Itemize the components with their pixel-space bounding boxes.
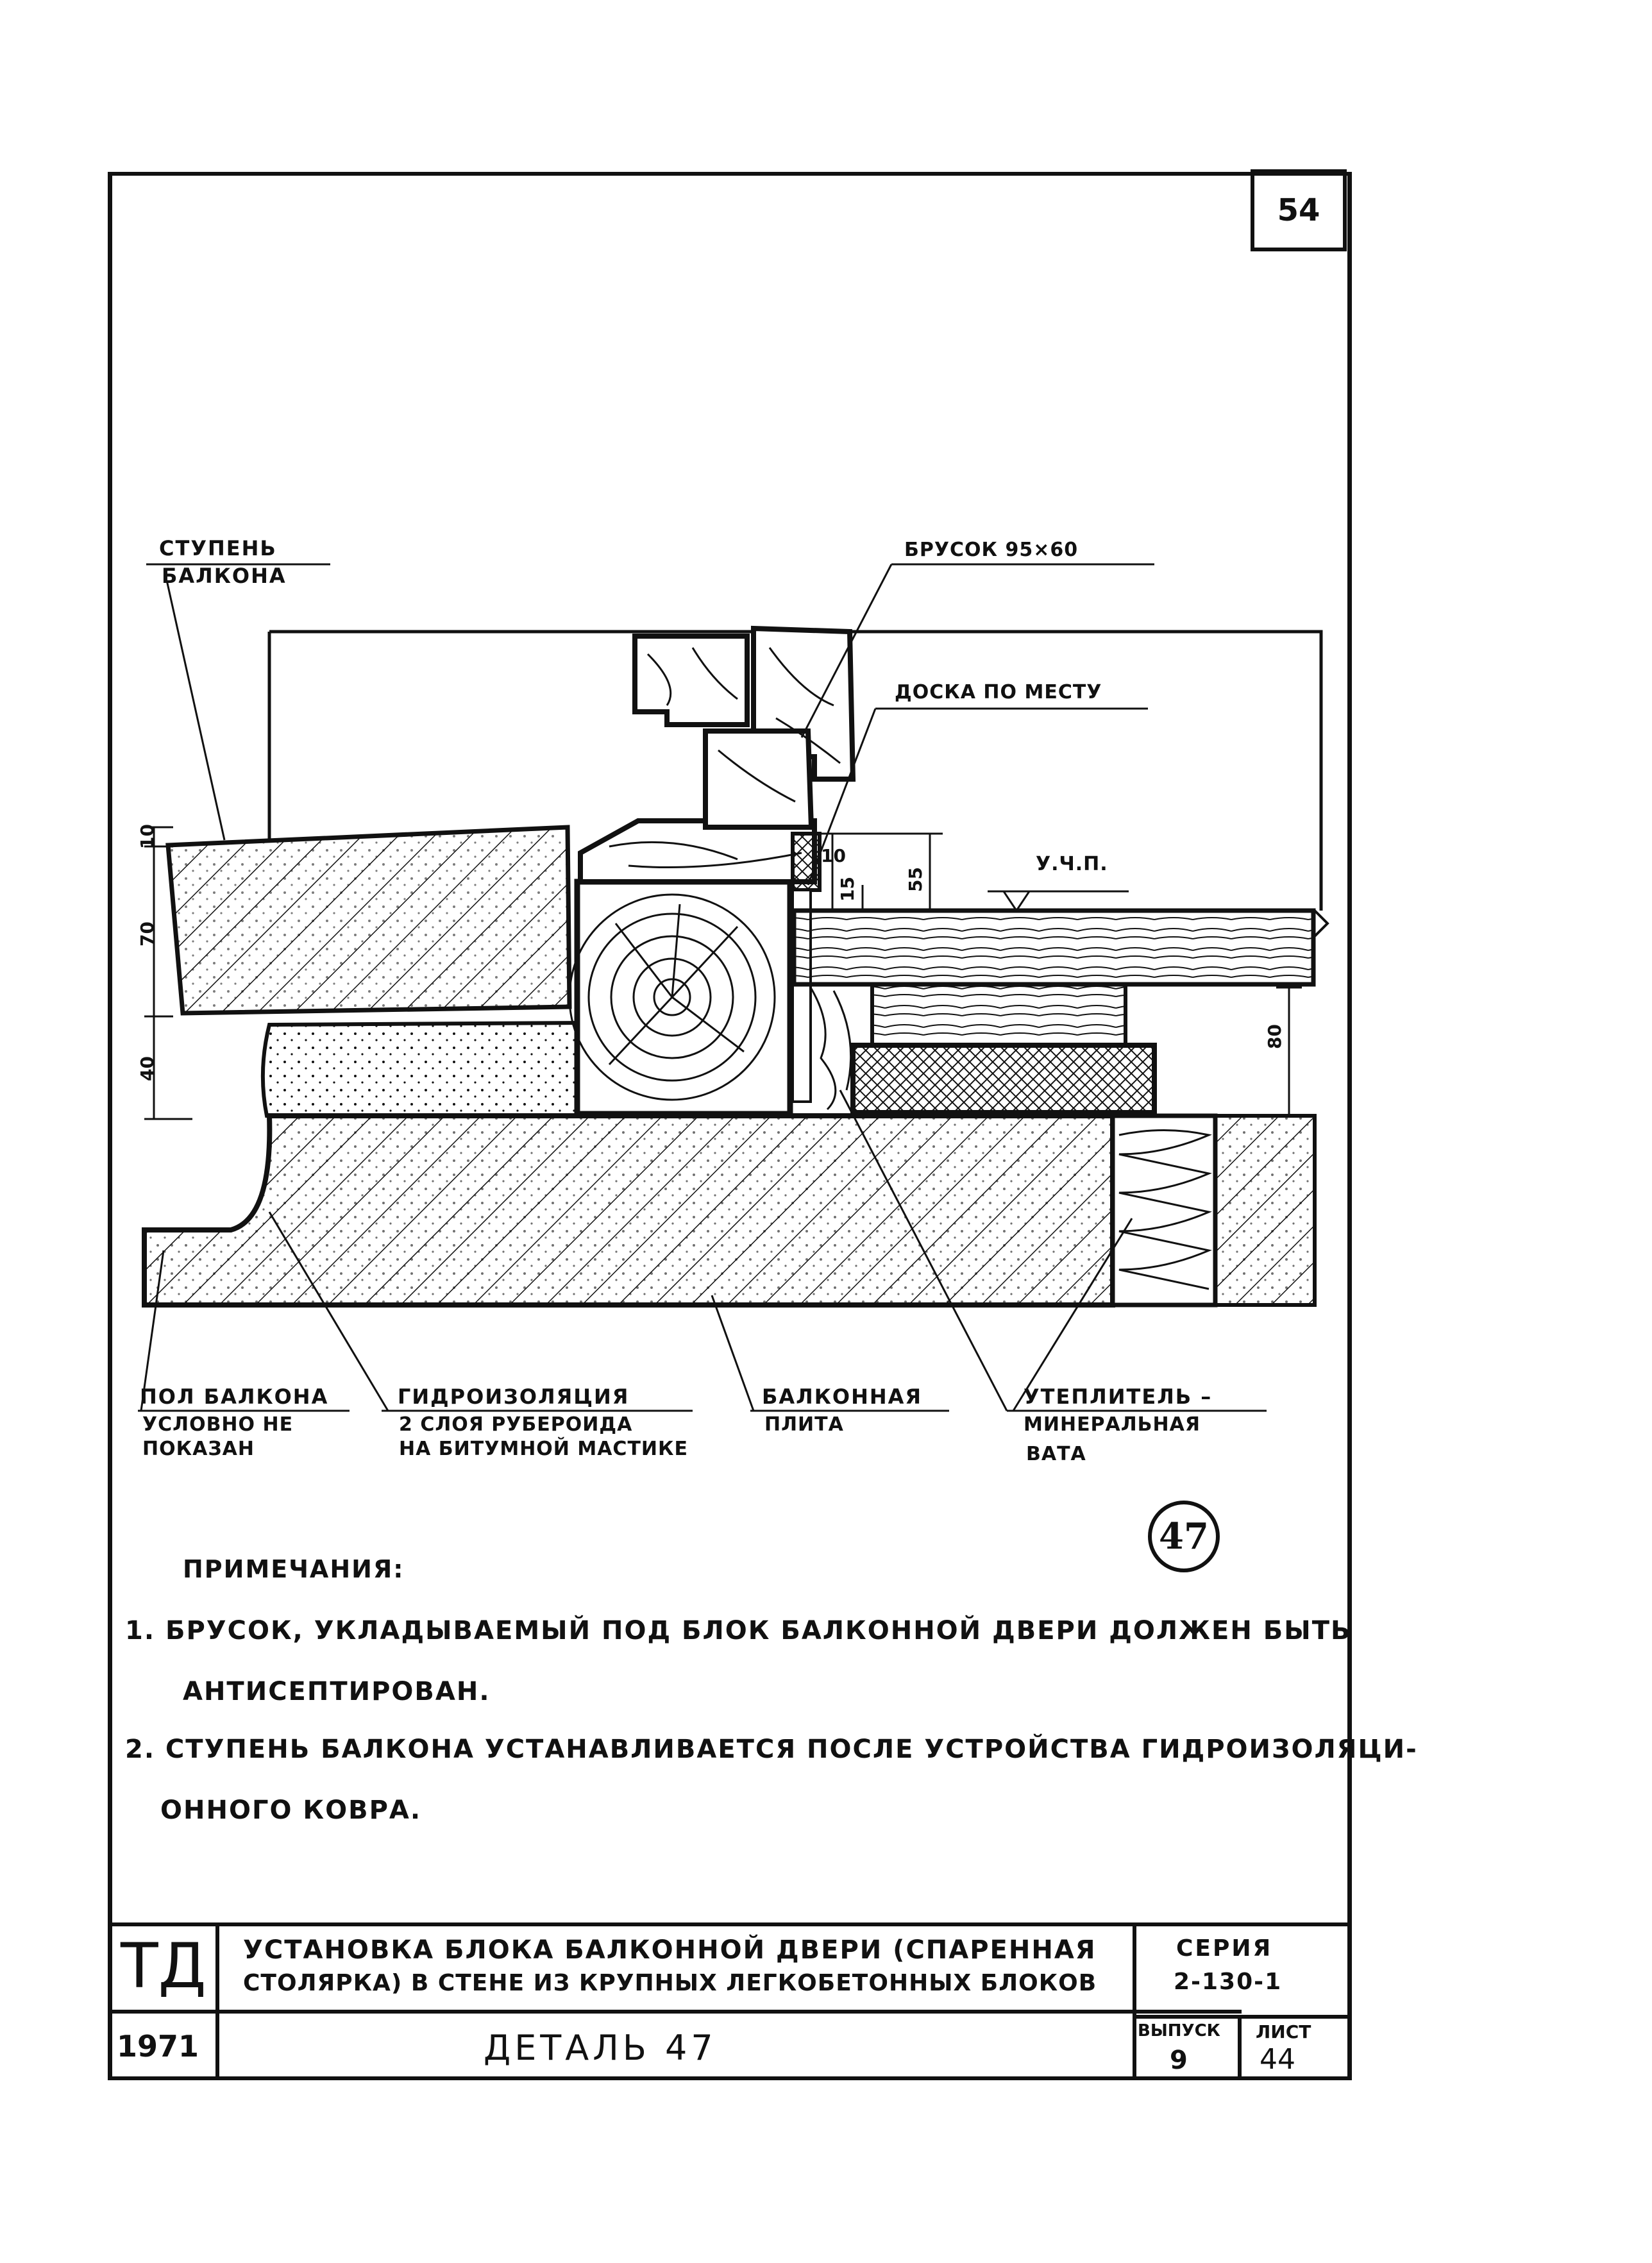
label-insul-line1: УТЕПЛИТЕЛЬ – bbox=[1024, 1384, 1213, 1409]
dim-15: 15 bbox=[836, 877, 858, 902]
label-board: ДОСКА ПО МЕСТУ bbox=[895, 681, 1102, 703]
dim-40: 40 bbox=[136, 1056, 158, 1081]
note-1-line1: 1. БРУСОК, УКЛАДЫВАЕМЫЙ ПОД БЛОК БАЛКОНН… bbox=[125, 1616, 1352, 1645]
dim-10-top: 10 bbox=[136, 824, 158, 849]
dim-80: 80 bbox=[1263, 1024, 1285, 1049]
label-hydro-line3: НА БИТУМНОЙ МАСТИКЕ bbox=[399, 1438, 689, 1460]
title-block-sheet-value: 44 bbox=[1260, 2043, 1295, 2076]
label-ucp: У.Ч.П. bbox=[1036, 853, 1108, 875]
title-block-series-label: СЕРИЯ bbox=[1176, 1935, 1273, 1962]
title-block-year: 1971 bbox=[117, 2029, 199, 2064]
title-block-title-line1: УСТАНОВКА БЛОКА БАЛКОННОЙ ДВЕРИ (СПАРЕНН… bbox=[243, 1935, 1097, 1965]
dim-10-small: 10 bbox=[821, 845, 846, 866]
label-bar: БРУСОК 95×60 bbox=[904, 539, 1079, 561]
title-block-series-value: 2-130-1 bbox=[1174, 1969, 1283, 1995]
notes-heading: ПРИМЕЧАНИЯ: bbox=[183, 1555, 405, 1583]
title-block-issue-label: ВЫПУСК bbox=[1138, 2021, 1220, 2040]
label-slab-line1: БАЛКОННАЯ bbox=[762, 1384, 923, 1409]
label-insul-line2: МИНЕРАЛЬНАЯ bbox=[1024, 1413, 1201, 1436]
title-block-sheet-label: ЛИСТ bbox=[1256, 2021, 1311, 2042]
note-2-line2: ОННОГО КОВРА. bbox=[160, 1796, 422, 1825]
note-2-line1: 2. СТУПЕНЬ БАЛКОНА УСТАНАВЛИВАЕТСЯ ПОСЛЕ… bbox=[125, 1735, 1418, 1764]
label-floor-line1: ПОЛ БАЛКОНА bbox=[140, 1384, 329, 1409]
note-1-line2: АНТИСЕПТИРОВАН. bbox=[183, 1677, 491, 1706]
title-block-org: ТД bbox=[121, 1930, 206, 2002]
label-hydro-line2: 2 СЛОЯ РУБЕРОИДА bbox=[399, 1413, 633, 1436]
detail-mark: 47 bbox=[1148, 1501, 1220, 1572]
dim-70: 70 bbox=[136, 921, 158, 946]
title-block-title-line2: СТОЛЯРКА) В СТЕНЕ ИЗ КРУПНЫХ ЛЕГКОБЕТОНН… bbox=[243, 1970, 1097, 1996]
label-hydro-line1: ГИДРОИЗОЛЯЦИЯ bbox=[398, 1384, 630, 1409]
label-step-line2: БАЛКОНА bbox=[162, 564, 287, 588]
sheet-number: 54 bbox=[1251, 169, 1347, 251]
label-step-line1: СТУПЕНЬ bbox=[159, 536, 277, 560]
title-block-detail: ДЕТАЛЬ 47 bbox=[484, 2028, 717, 2068]
label-floor-line2: УСЛОВНО НЕ bbox=[142, 1413, 294, 1436]
dim-55: 55 bbox=[904, 867, 926, 892]
sheet-frame bbox=[108, 172, 1352, 2080]
title-block-issue-value: 9 bbox=[1170, 2046, 1188, 2075]
label-insul-line3: ВАТА bbox=[1026, 1443, 1086, 1465]
label-floor-line3: ПОКАЗАН bbox=[142, 1438, 255, 1460]
label-slab-line2: ПЛИТА bbox=[764, 1413, 844, 1436]
title-block: ТД 1971 УСТАНОВКА БЛОКА БАЛКОННОЙ ДВЕРИ … bbox=[108, 1922, 1352, 2080]
